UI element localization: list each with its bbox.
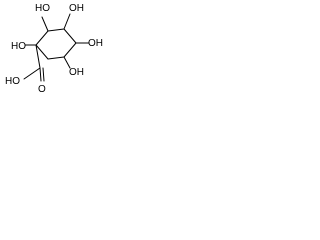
bond-carboxyl-o-a [39,67,42,82]
atom-label-oh-top-right: OH [69,3,84,14]
bond-carboxyl-oh [23,67,41,80]
bond-c6-c1 [35,44,49,60]
atom-label-acid-o: O [38,84,46,95]
bond-carboxyl-o-b [42,67,45,82]
atom-label-oh-c1: HO [11,41,26,52]
bond-c4-c5 [63,42,77,58]
molecule-diagram: HO OH OH HO OH HO O [5,3,103,95]
bond-c3-oh [63,13,71,30]
bond-c5-c6 [47,56,65,60]
bond-c5-oh [63,56,71,69]
bond-c2-oh [41,16,49,32]
bond-c1-c2 [35,30,49,46]
atom-label-oh-c5: OH [69,67,84,78]
bond-c2-c3 [47,28,65,32]
atom-label-oh-top-left: HO [35,3,50,14]
bond-c1-carboxyl [35,44,41,69]
atom-label-acid-oh: HO [5,76,20,87]
bond-c3-c4 [63,28,77,44]
atom-label-oh-c4: OH [88,38,103,49]
